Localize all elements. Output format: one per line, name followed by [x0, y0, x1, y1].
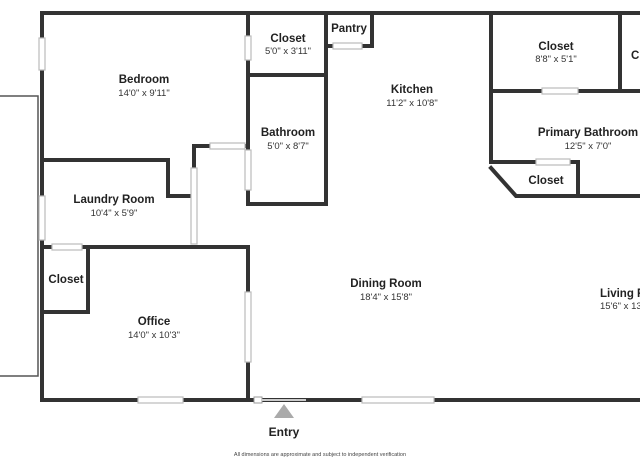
bedroom-name: Bedroom	[119, 74, 169, 86]
windows	[38, 35, 579, 404]
bedroom-dims: 14'0" x 9'11"	[118, 88, 169, 99]
pantry-name: Pantry	[331, 23, 367, 35]
closet-top-name: Closet	[270, 33, 305, 45]
top-closet-door	[244, 35, 252, 61]
bathroom-dims: 5'0" x 8'7"	[267, 141, 309, 152]
closet-right-name: Closet	[538, 41, 573, 53]
primary-bathroom-dims: 12'5" x 7'0"	[565, 141, 612, 152]
primary-bathroom-name: Primary Bathroom	[538, 127, 638, 139]
dining-name: Dining Room	[350, 278, 422, 290]
closet-left-name: Closet	[48, 274, 83, 286]
closet-edge-name: Cl	[631, 50, 640, 62]
living-dims: 15'6" x 13	[600, 301, 640, 312]
exterior-porch	[0, 95, 39, 377]
office-door	[244, 291, 252, 363]
bathroom-door	[209, 142, 246, 150]
dining-dims: 18'4" x 15'8"	[360, 292, 412, 303]
kitchen-dims: 11'2" x 10'8"	[386, 98, 437, 109]
office-name: Office	[138, 316, 171, 328]
left-closet-door	[51, 243, 83, 251]
room-labels: Bedroom 14'0" x 9'11" Closet 5'0" x 3'11…	[48, 23, 640, 458]
kitchen-name: Kitchen	[391, 84, 433, 96]
walls	[40, 11, 640, 402]
laundry-dims: 10'4" x 5'9"	[91, 208, 138, 219]
office-window	[137, 396, 184, 404]
bathroom-opening	[244, 149, 252, 191]
primary-closet-door	[535, 158, 571, 166]
living-name: Living Ro	[600, 288, 640, 300]
entry-label: Entry	[269, 425, 300, 439]
laundry-window	[38, 195, 46, 241]
dining-window	[361, 396, 435, 404]
laundry-name: Laundry Room	[73, 194, 154, 206]
laundry-opening	[190, 167, 198, 245]
office-dims: 14'0" x 10'3"	[128, 330, 180, 341]
entry-arrow-icon	[274, 404, 294, 418]
closet-top-dims: 5'0" x 3'11"	[265, 46, 311, 57]
closet-primary-name: Closet	[528, 175, 563, 187]
entry-door-frame	[253, 396, 263, 404]
closet-door	[541, 87, 579, 95]
disclaimer: All dimensions are approximate and subje…	[234, 452, 406, 458]
bathroom-name: Bathroom	[261, 127, 315, 139]
pantry-door	[332, 42, 363, 50]
closet-right-dims: 8'8" x 5'1"	[535, 54, 577, 65]
bedroom-window	[38, 37, 46, 71]
